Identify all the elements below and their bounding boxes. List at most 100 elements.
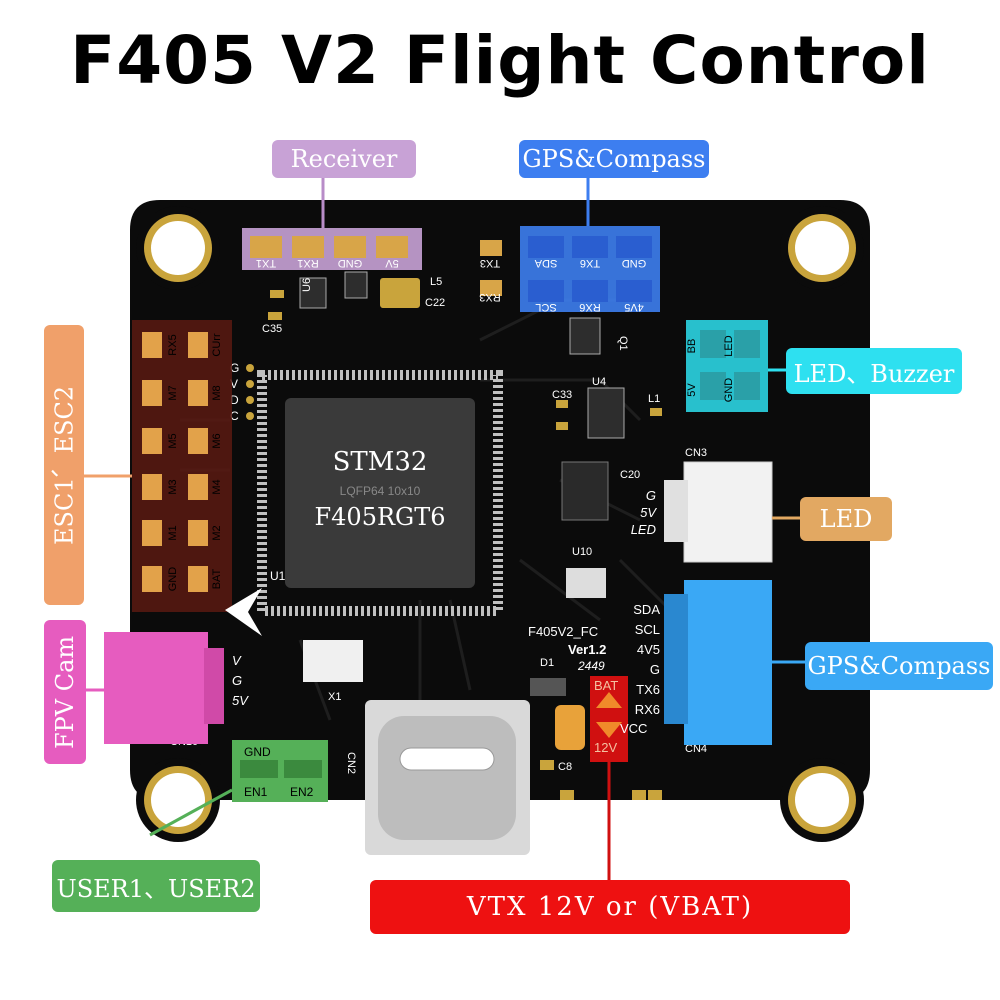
- gps-pin-3: G: [650, 662, 660, 677]
- vtx-sel-1: VCC: [620, 721, 647, 736]
- fc-ver: Ver1.2: [568, 642, 606, 657]
- callout-receiver: Receiver: [272, 140, 416, 178]
- esc-r-3: M4: [211, 479, 223, 494]
- ref-u4: U4: [592, 376, 606, 388]
- gvdc-1: V: [230, 377, 238, 391]
- pad-rx-0: TX1: [256, 257, 276, 269]
- callout-gps-top: GPS&Compass: [519, 140, 709, 178]
- ref-c35: C35: [262, 323, 282, 335]
- ref-c8: C8: [558, 761, 572, 773]
- ref-u10: U10: [572, 546, 592, 558]
- lb-pad-1: LED: [723, 335, 735, 356]
- receiver-pads: TX1 RX1 GND 5V: [242, 228, 422, 270]
- callout-vtx: VTX 12V or (VBAT): [370, 880, 850, 934]
- callout-gps-right: GPS&Compass: [805, 642, 993, 690]
- orientation-arrow-icon: [225, 588, 262, 636]
- esc-l-5: GND: [167, 567, 179, 592]
- callout-fpv: FPV Cam: [44, 620, 86, 764]
- callout-vtx-text: VTX 12V or (VBAT): [466, 892, 754, 922]
- mount-hole-bl: [136, 758, 220, 842]
- lb-pad-0: BB: [686, 339, 698, 354]
- ref-c33: C33: [552, 389, 572, 401]
- vtx-selector: BAT VCC 12V: [590, 676, 647, 762]
- esc-r-4: M2: [211, 525, 223, 540]
- pad-rx-1: RX1: [297, 257, 318, 269]
- gvdc-pads: G V D C: [230, 361, 254, 423]
- gps-pin-2: 4V5: [637, 642, 660, 657]
- fpv-pin-2: 5V: [232, 693, 249, 708]
- ref-d1: D1: [540, 657, 554, 669]
- leader-lines: [82, 176, 805, 880]
- esc-l-2: M5: [167, 433, 179, 448]
- lb-pad-2: 5V: [686, 383, 698, 397]
- led-connector: G 5V LED: [631, 461, 773, 563]
- led-pin-2: LED: [631, 522, 656, 537]
- esc-l-3: M3: [167, 479, 179, 494]
- callout-led-buzzer-text: LED、Buzzer: [793, 359, 955, 388]
- mcu-line1: STM32: [333, 447, 428, 477]
- ref-cn4: CN4: [685, 743, 707, 755]
- esc-l-0: RX5: [167, 334, 179, 355]
- gvdc-2: D: [230, 393, 239, 407]
- pad-rx-3: 5V: [385, 257, 399, 269]
- mount-hole-tr: [780, 206, 864, 290]
- ref-cn2: CN2: [345, 752, 357, 774]
- callout-fpv-text: FPV Cam: [51, 635, 79, 749]
- esc-r-0: CUrr: [211, 333, 223, 357]
- vtx-sel-0: BAT: [594, 678, 618, 693]
- gps-pin-4: TX6: [636, 682, 660, 697]
- led-buzzer-pads: BB LED 5V GND: [686, 320, 768, 412]
- ref-l5: L5: [430, 276, 442, 288]
- fc-name: F405V2_FC: [528, 624, 598, 639]
- user-pad-2: EN2: [290, 785, 314, 799]
- fpv-pin-0: V: [232, 653, 242, 668]
- led-pin-1: 5V: [640, 505, 657, 520]
- pad-gps-5: 4V5: [624, 301, 644, 313]
- user-pad-1: EN1: [244, 785, 268, 799]
- gps-pin-1: SCL: [635, 622, 660, 637]
- callout-gps-top-text: GPS&Compass: [522, 145, 706, 173]
- callout-user: USER1、USER2: [52, 860, 260, 912]
- pad-gps-0: SDA: [534, 257, 557, 269]
- esc-r-5: BAT: [211, 568, 223, 589]
- pad-gps-3: SCL: [535, 301, 556, 313]
- gps-pin-5: RX6: [635, 702, 660, 717]
- callout-user-text: USER1、USER2: [56, 874, 256, 903]
- fc-version: F405V2_FC Ver1.2 2449: [528, 624, 606, 673]
- ref-cn3: CN3: [685, 447, 707, 459]
- callout-esc: ESC1、ESC2: [44, 325, 84, 605]
- led-pin-0: G: [646, 488, 656, 503]
- callout-led-buzzer: LED、Buzzer: [786, 348, 962, 394]
- fpv-connector: V G 5V: [104, 632, 249, 744]
- callout-esc-text: ESC1、ESC2: [50, 385, 79, 545]
- pad-rx-2: GND: [338, 257, 363, 269]
- user-pads: GND EN1 EN2: [232, 740, 328, 802]
- mcu-line3: F405RGT6: [315, 503, 446, 531]
- gvdc-0: G: [230, 361, 239, 375]
- gps-connector: SDA SCL 4V5 G TX6 RX6: [633, 580, 772, 745]
- esc-pads: RX5 M7 M5 M3 M1 GND CUrr M8 M6 M4 M2 BAT: [132, 320, 232, 612]
- pad-tx3: TX3: [480, 257, 500, 269]
- ref-c22: C22: [425, 297, 445, 309]
- callout-led-text: LED: [819, 505, 873, 533]
- pad-gps-2: GND: [622, 257, 647, 269]
- esc-l-1: M7: [167, 385, 179, 400]
- esc-l-4: M1: [167, 525, 179, 540]
- small-components: [268, 271, 662, 800]
- lb-pad-3: GND: [723, 378, 735, 403]
- gps-pin-0: SDA: [633, 602, 660, 617]
- fc-date: 2449: [577, 659, 605, 673]
- ref-u1: U1: [270, 569, 286, 583]
- callout-gps-right-text: GPS&Compass: [807, 652, 991, 680]
- ref-x1: X1: [328, 691, 341, 703]
- pad-gps-4: RX6: [579, 301, 600, 313]
- esc-r-1: M8: [211, 385, 223, 400]
- mount-hole-br: [780, 758, 864, 842]
- callout-receiver-text: Receiver: [290, 145, 398, 173]
- mcu-line2: LQFP64 10x10: [340, 484, 421, 498]
- page-title: F405 V2 Flight Control: [70, 22, 930, 99]
- usb-c-port: [365, 700, 530, 855]
- pad-rx3: RX3: [479, 291, 500, 303]
- mcu-chip: STM32 LQFP64 10x10 F405RGT6 U1: [257, 370, 503, 616]
